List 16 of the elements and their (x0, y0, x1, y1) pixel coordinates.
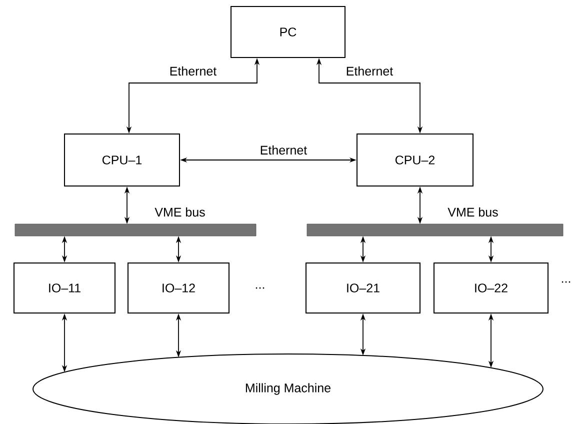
bus-label: VME bus (446, 206, 500, 218)
process-box: IO–21 (306, 262, 420, 314)
process-box: IO–11 (14, 262, 116, 314)
process-box: CPU–2 (356, 134, 474, 186)
bus-bar (14, 224, 256, 236)
bus-bar (306, 224, 564, 236)
edge-label: Ethernet (168, 65, 218, 77)
ellipsis: ... (562, 281, 570, 283)
process-box: IO–12 (128, 262, 230, 314)
bus-label: VME bus (154, 206, 206, 218)
edge-label: Ethernet (258, 144, 308, 156)
ellipsis: ... (256, 287, 264, 289)
process-box: CPU–1 (64, 134, 180, 186)
process-box: IO–22 (434, 262, 548, 314)
edge-label: Ethernet (344, 65, 394, 77)
process-box: PC (230, 6, 346, 58)
